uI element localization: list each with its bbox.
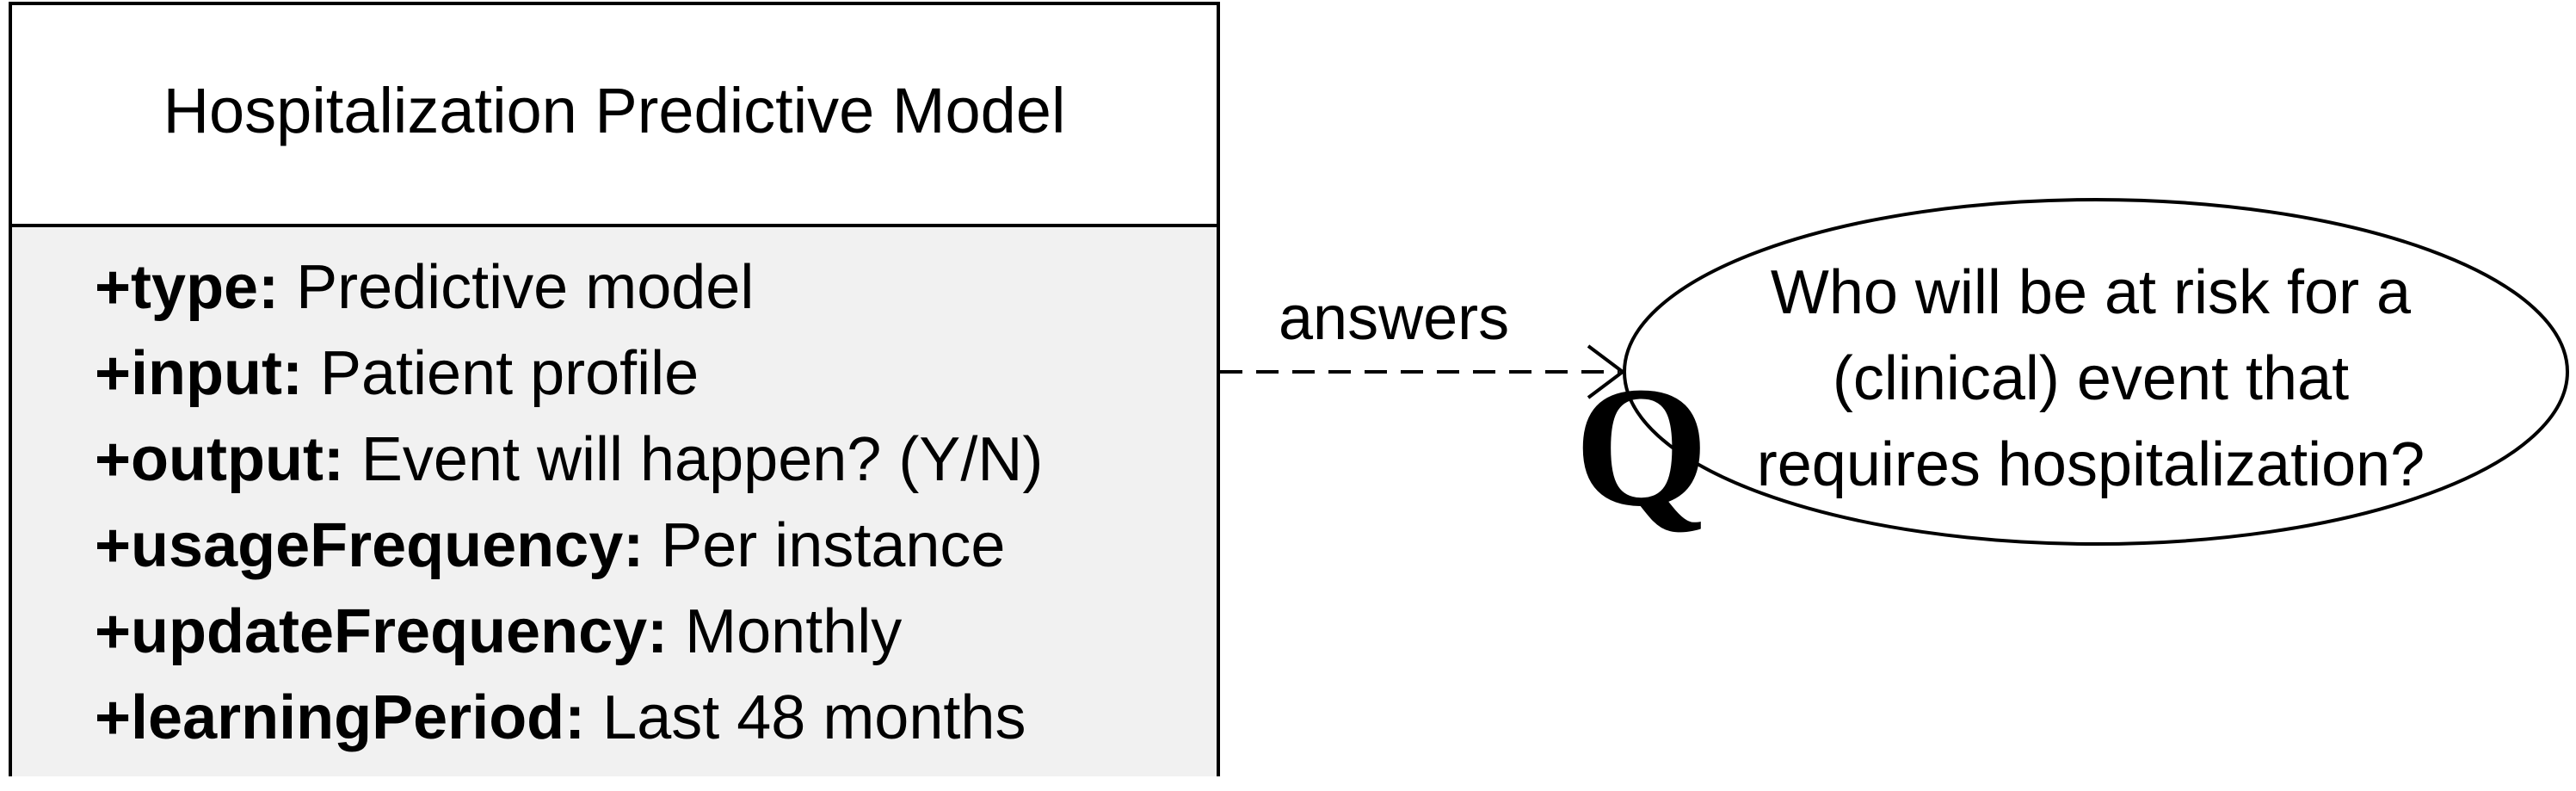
attribute-key: +type: (95, 253, 280, 322)
attribute-learning-period: +learningPeriod: Last 48 months (95, 683, 1217, 769)
attribute-output: +output: Event will happen? (Y/N) (95, 425, 1217, 511)
question-text: Who will be at risk for a (clinical) eve… (1704, 250, 2478, 508)
attribute-key: +input: (95, 339, 303, 408)
attribute-value: Predictive model (279, 253, 755, 322)
attribute-key: +updateFrequency: (95, 597, 669, 666)
attribute-key: +usageFrequency: (95, 511, 644, 580)
class-header: Hospitalization Predictive Model (12, 5, 1217, 227)
attribute-type: +type: Predictive model (95, 253, 1217, 339)
question-line: Who will be at risk for a (1770, 258, 2412, 327)
attribute-key: +output: (95, 425, 344, 494)
attribute-update-frequency: +updateFrequency: Monthly (95, 597, 1217, 683)
class-box: Hospitalization Predictive Model +type: … (9, 2, 1220, 776)
question-line: (clinical) event that (1832, 344, 2350, 413)
class-title: Hospitalization Predictive Model (163, 74, 1066, 146)
question-line: requires hospitalization? (1756, 430, 2425, 499)
attribute-value: Patient profile (302, 339, 699, 408)
attribute-value: Monthly (668, 597, 903, 666)
attribute-key: +learningPeriod: (95, 683, 586, 752)
attribute-value: Event will happen? (Y/N) (343, 425, 1044, 494)
answers-label: answers (1279, 284, 1510, 353)
attribute-compartment: +type: Predictive model +input: Patient … (12, 227, 1217, 776)
attribute-input: +input: Patient profile (95, 339, 1217, 425)
question-q-icon: Q (1575, 352, 1709, 542)
attribute-usage-frequency: +usageFrequency: Per instance (95, 511, 1217, 597)
attribute-value: Last 48 months (585, 683, 1026, 752)
attribute-value: Per instance (644, 511, 1006, 580)
